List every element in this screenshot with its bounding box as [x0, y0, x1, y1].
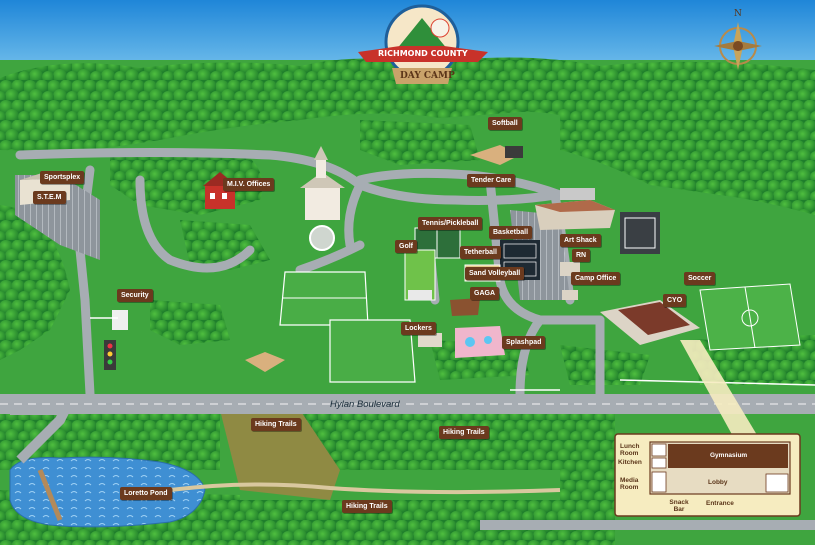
inset-kitchen: Kitchen [618, 459, 642, 466]
label-security[interactable]: Security [117, 289, 153, 302]
compass-north-label: N [734, 9, 742, 19]
inset-entrance: Entrance [706, 500, 734, 507]
label-hiking-trails-2[interactable]: Hiking Trails [439, 426, 489, 439]
label-camp-office[interactable]: Camp Office [571, 272, 621, 285]
logo-title: RICHMOND COUNTY [378, 49, 468, 58]
label-gaga[interactable]: GAGA [470, 287, 499, 300]
label-rn[interactable]: RN [572, 249, 591, 262]
label-basketball[interactable]: Basketball [489, 226, 533, 239]
inset-lunch-room: Lunch Room [620, 443, 640, 457]
inset-lobby: Lobby [708, 479, 728, 486]
label-lockers[interactable]: Lockers [401, 322, 436, 335]
label-soccer[interactable]: Soccer [684, 272, 716, 285]
label-tennis-pickleball[interactable]: Tennis/Pickleball [418, 217, 483, 230]
label-tender-care[interactable]: Tender Care [467, 174, 516, 187]
label-art-shack[interactable]: Art Shack [560, 234, 601, 247]
label-loretto-pond[interactable]: Loretto Pond [120, 487, 172, 500]
label-golf[interactable]: Golf [395, 240, 417, 253]
label-miv-offices[interactable]: M.I.V. Offices [223, 178, 275, 191]
label-cyo[interactable]: CYO [663, 294, 687, 307]
label-tetherball[interactable]: Tetherball [460, 246, 501, 259]
label-hiking-trails-3[interactable]: Hiking Trails [342, 500, 392, 513]
label-sportsplex[interactable]: Sportsplex [40, 171, 85, 184]
label-stem[interactable]: S.T.E.M [33, 191, 66, 204]
label-hiking-trails-1[interactable]: Hiking Trails [251, 418, 301, 431]
inset-media-room: Media Room [620, 477, 639, 491]
inset-snack-bar: Snack Bar [669, 499, 689, 513]
label-sand-volleyball[interactable]: Sand Volleyball [465, 267, 525, 280]
label-softball[interactable]: Softball [488, 117, 522, 130]
road-hylan-boulevard: Hylan Boulevard [330, 399, 400, 410]
inset-gymnasium: Gymnasium [710, 452, 748, 459]
label-splashpad[interactable]: Splashpad [502, 336, 546, 349]
logo-subtitle: DAY CAMP [400, 71, 455, 81]
